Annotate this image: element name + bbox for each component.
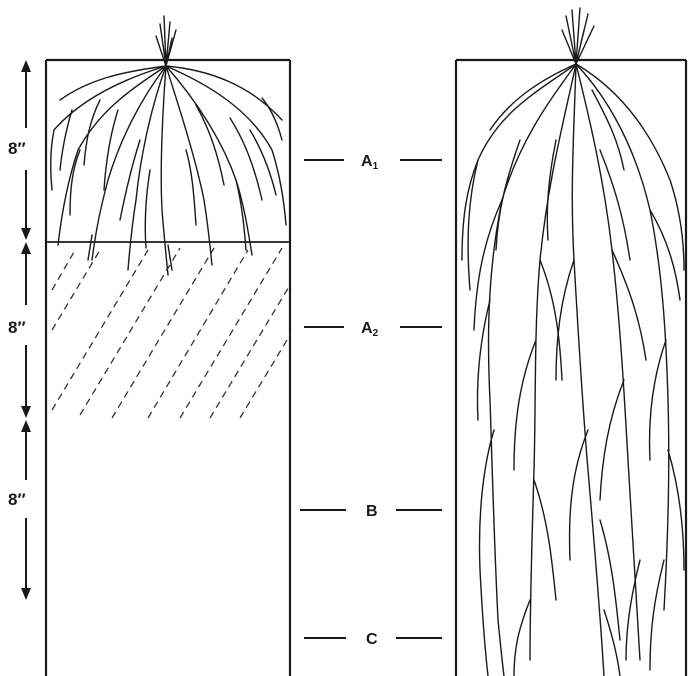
horizon-label-b: B	[366, 503, 378, 520]
depth-label-3: 8″	[8, 490, 26, 509]
shallow-root-system	[51, 16, 286, 275]
right-soil-column	[456, 60, 686, 676]
hatched-zone	[52, 248, 290, 418]
depth-label-2: 8″	[8, 318, 26, 337]
horizon-label-c: C	[366, 631, 378, 648]
horizon-label-a1: A1	[361, 153, 379, 172]
depth-label-1: 8″	[8, 139, 26, 158]
left-soil-column	[46, 60, 290, 676]
horizon-lines	[300, 160, 442, 638]
deep-root-system	[462, 8, 684, 676]
horizon-label-a2: A2	[361, 320, 379, 339]
